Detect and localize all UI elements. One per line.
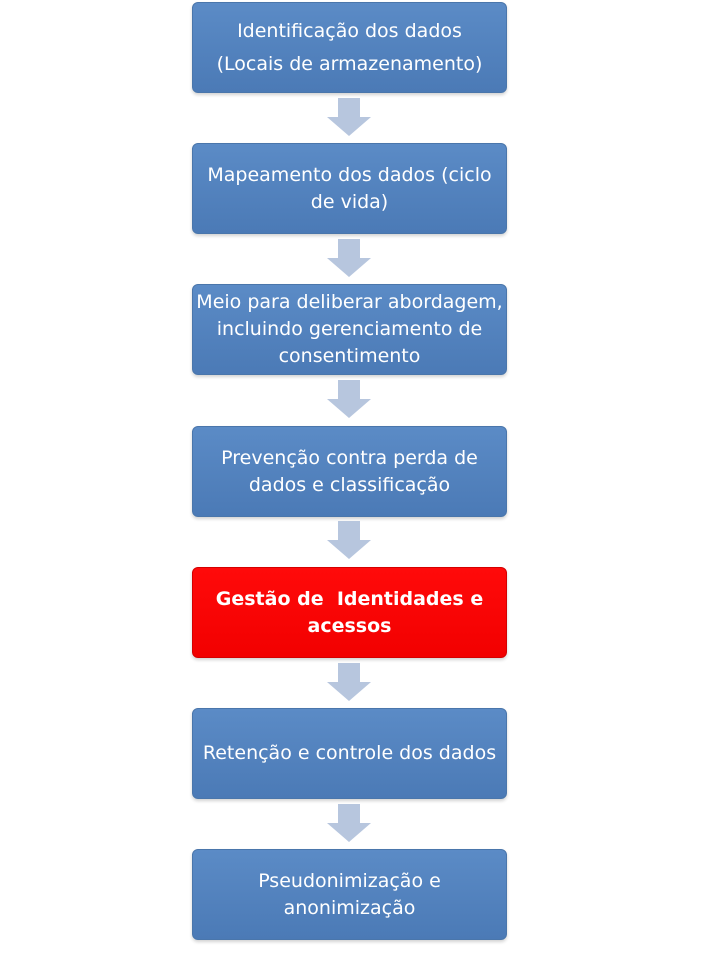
step-5-line-1: Gestão de Identidades e (215, 587, 484, 610)
step-4-line-1: Prevenção contra perda de (221, 446, 478, 469)
step-3-line-1: Meio para deliberar abordagem, (196, 291, 503, 313)
step-6-line-1: Retenção e controle dos dados (202, 742, 497, 764)
step-4-loss-prevention: Prevenção contra perda de dados e classi… (192, 426, 507, 517)
down-arrow-icon (327, 380, 371, 418)
step-4-line-2: dados e classificação (248, 473, 451, 496)
step-2-line-1: Mapeamento dos dados (ciclo (207, 163, 492, 186)
step-5-line-2: acessos (307, 614, 392, 637)
down-arrow-icon (327, 98, 371, 136)
down-arrow-icon (327, 239, 371, 277)
step-1-line-1: Identificação dos dados (237, 19, 462, 42)
step-7-line-1: Pseudonimização e (258, 869, 441, 892)
step-2-data-mapping: Mapeamento dos dados (ciclo de vida) (192, 143, 507, 234)
step-5-identity-access-management: Gestão de Identidades e acessos (192, 567, 507, 658)
step-1-data-identification: Identificação dos dados (Locais de armaz… (192, 2, 507, 93)
step-3-approach-consent: Meio para deliberar abordagem, incluindo… (192, 284, 507, 375)
step-2-line-2: de vida) (310, 190, 389, 213)
down-arrow-icon (327, 521, 371, 559)
down-arrow-icon (327, 663, 371, 701)
step-7-pseudonymization: Pseudonimização e anonimização (192, 849, 507, 940)
step-6-retention-control: Retenção e controle dos dados (192, 708, 507, 799)
step-3-line-3: consentimento (278, 345, 421, 367)
step-7-line-2: anonimização (283, 896, 416, 919)
down-arrow-icon (327, 804, 371, 842)
step-1-line-2: (Locais de armazenamento) (216, 52, 483, 75)
step-3-line-2: incluindo gerenciamento de (216, 318, 483, 340)
